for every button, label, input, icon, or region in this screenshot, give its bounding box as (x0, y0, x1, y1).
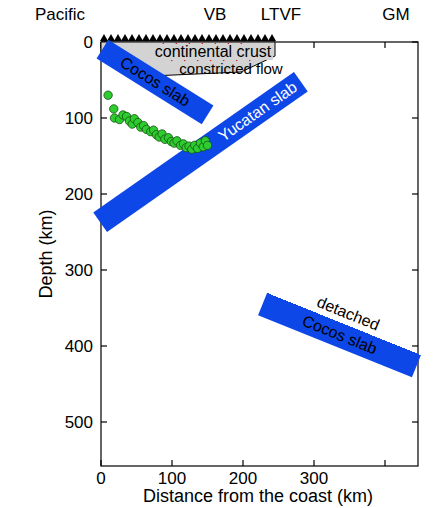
volcano (233, 34, 241, 41)
volcano (240, 34, 248, 41)
earthquake (191, 141, 199, 149)
volcano (149, 34, 157, 41)
volcano (170, 34, 178, 41)
earthquake (203, 141, 211, 149)
earthquake (104, 91, 112, 99)
earthquake (193, 144, 201, 152)
volcano (163, 34, 171, 41)
earthquake (125, 117, 133, 125)
region-label: Pacific (35, 6, 85, 23)
slab-label: Yucatan slab (215, 79, 299, 145)
volcano (219, 34, 227, 41)
earthquake (142, 125, 150, 133)
earthquake (167, 137, 175, 145)
earthquake (110, 114, 118, 122)
earthquake (201, 137, 209, 145)
earthquake (199, 143, 207, 151)
tick-label: 0 (84, 34, 93, 51)
earthquake (164, 134, 172, 142)
earthquake (149, 126, 157, 134)
detached-cocos-slab: detached Cocos slab (258, 271, 430, 378)
earthquake (185, 142, 193, 150)
tick-label: 100 (65, 110, 93, 127)
tick-label: 0 (96, 470, 105, 487)
earthquake (115, 115, 123, 123)
yucatan-slab: Yucatan slab (93, 72, 307, 232)
region-label: LTVF (261, 6, 301, 23)
volcano (156, 34, 164, 41)
earthquake (155, 133, 163, 141)
axis-ticks (101, 42, 418, 466)
tick-label: 200 (65, 186, 93, 203)
earthquake (182, 143, 190, 151)
earthquake (137, 123, 145, 131)
earthquake (158, 130, 166, 138)
tick-label: 400 (65, 338, 93, 355)
tick-label: 200 (229, 470, 257, 487)
region-label: GM (382, 6, 409, 23)
earthquake (161, 135, 169, 143)
earthquake-dots (104, 91, 212, 153)
tick-label: 500 (65, 414, 93, 431)
earthquake (128, 120, 136, 128)
volcano (121, 34, 129, 41)
earthquake (119, 111, 127, 119)
axis-title: Depth (km) (37, 209, 55, 298)
volcano (254, 34, 262, 41)
volcano (268, 34, 276, 41)
earthquake (122, 112, 130, 120)
axis-title: Distance from the coast (km) (143, 487, 373, 505)
volcano-markers (100, 34, 276, 41)
earthquake (152, 131, 160, 139)
volcano (184, 34, 192, 41)
volcano (226, 34, 234, 41)
volcano (247, 34, 255, 41)
earthquake (196, 139, 204, 147)
earthquake (170, 139, 178, 147)
volcano (205, 34, 213, 41)
earthquake (179, 140, 187, 148)
volcano (261, 34, 269, 41)
volcano (128, 34, 136, 41)
earthquake (147, 127, 155, 135)
tick-label: 300 (300, 470, 328, 487)
region-label: VB (204, 6, 227, 23)
volcano (114, 34, 122, 41)
volcano (177, 34, 185, 41)
volcano (135, 34, 143, 41)
tick-label: 100 (158, 470, 186, 487)
slab-label: detached Cocos slab (293, 285, 396, 362)
volcano (142, 34, 150, 41)
earthquake (173, 137, 181, 145)
plot-frame (101, 42, 418, 466)
earthquake (134, 118, 142, 126)
tick-label: 300 (65, 262, 93, 279)
region-label: continental crust (153, 44, 274, 60)
process-label: constricted flow (177, 61, 284, 76)
volcano (191, 34, 199, 41)
volcano (198, 34, 206, 41)
earthquake (139, 121, 147, 129)
earthquake (130, 115, 138, 123)
earthquake (188, 145, 196, 153)
volcano (212, 34, 220, 41)
earthquake (110, 105, 118, 113)
earthquake (176, 141, 184, 149)
